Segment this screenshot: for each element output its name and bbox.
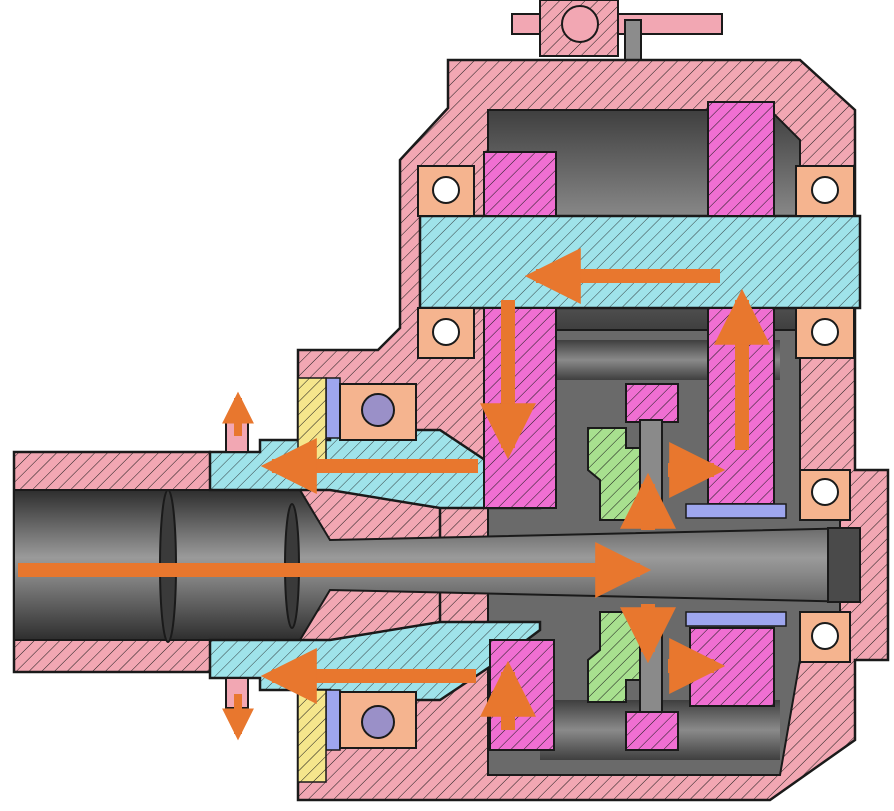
- cross-shaft: [418, 214, 862, 310]
- bearings: [339, 165, 855, 749]
- power-flow-arrows: [18, 248, 770, 741]
- bearing-output-upper: [799, 469, 851, 521]
- bearing-input-upper: [339, 383, 417, 441]
- bearing-mid-right: [795, 307, 855, 359]
- top-plug: [511, 0, 723, 63]
- bearing-upper-right: [795, 165, 855, 217]
- bearing-upper-left: [417, 165, 475, 217]
- bearing-mid-left: [417, 307, 475, 359]
- bearing-output-lower: [799, 611, 851, 663]
- gears: [483, 101, 775, 751]
- bearing-input-lower: [339, 691, 417, 749]
- end-caps: [225, 421, 249, 709]
